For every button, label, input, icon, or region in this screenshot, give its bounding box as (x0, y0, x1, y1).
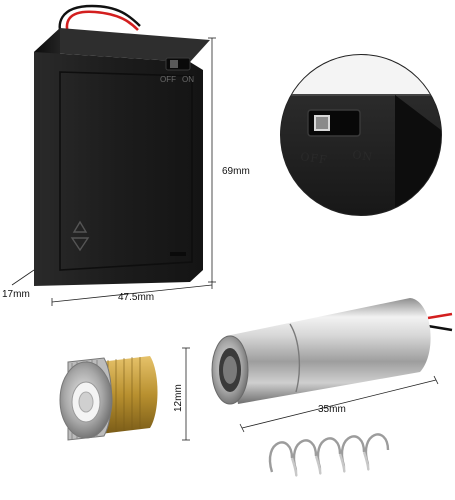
dimension-lines-module (239, 375, 439, 433)
brass-thread (100, 356, 158, 434)
battery-box-top (34, 28, 210, 62)
recycle-icon (70, 220, 90, 252)
switch-label-off: OFF (160, 75, 176, 84)
zoom-label-on: ON (352, 148, 374, 164)
width-dimension: 47.5mm (118, 292, 154, 303)
red-wire (65, 10, 139, 45)
zoom-label-off: OFF (300, 150, 329, 167)
laser-module-body (226, 298, 431, 404)
laser-module (211, 298, 453, 405)
lens-cap (59, 356, 158, 441)
cap-diameter-dimension: 12mm (173, 384, 184, 412)
switch-label-on: ON (182, 75, 194, 84)
dimension-lines-box (11, 37, 216, 306)
depth-dimension: 17mm (2, 289, 30, 300)
battery-box: OFF ON (34, 4, 210, 286)
dimension-lines-cap (182, 347, 190, 441)
switch-zoom-inset: OFF ON (280, 54, 442, 216)
spring (268, 433, 390, 477)
height-dimension: 69mm (222, 166, 250, 177)
module-length-dimension: 35mm (318, 404, 346, 415)
